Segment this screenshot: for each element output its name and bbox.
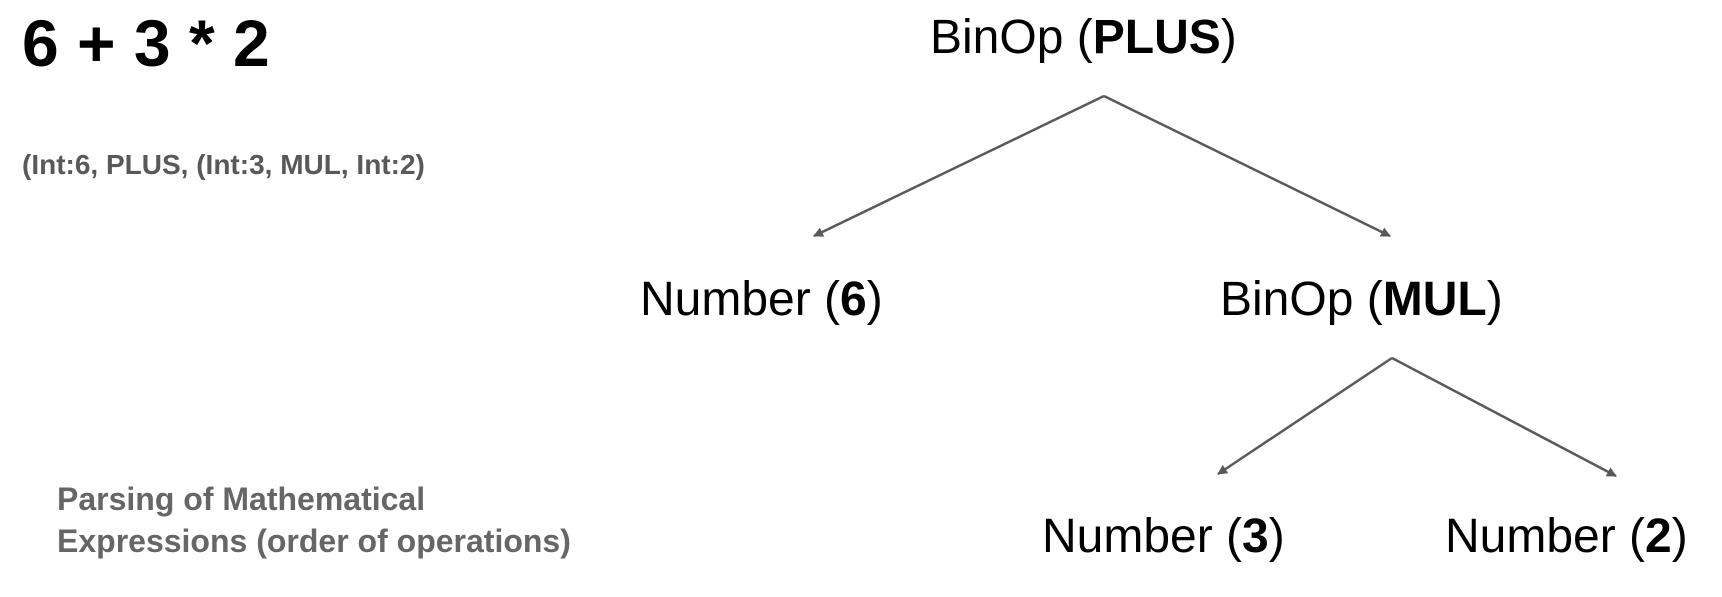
node-type: Number <box>640 273 811 326</box>
node-close-paren: ) <box>1671 510 1688 563</box>
node-value: MUL <box>1382 273 1487 326</box>
node-open-paren: ( <box>1212 510 1243 563</box>
node-type: Number <box>1042 510 1213 563</box>
caption-line-1: Parsing of Mathematical <box>57 481 426 517</box>
node-value: PLUS <box>1092 11 1221 64</box>
node-type: Number <box>1445 510 1616 563</box>
tree-node-root-binop: BinOp (PLUS) <box>930 14 1237 62</box>
node-value: 3 <box>1242 510 1269 563</box>
edge-mul-to-right <box>1391 356 1617 478</box>
caption-line-2: Expressions (order of operations) <box>57 523 571 559</box>
expression-title: 6 + 3 * 2 <box>22 6 270 80</box>
node-open-paren: ( <box>810 273 841 326</box>
node-type: BinOp <box>1220 273 1354 326</box>
node-close-paren: ) <box>1486 273 1503 326</box>
tree-node-binop-mul: BinOp (MUL) <box>1220 276 1503 324</box>
tree-node-number-2: Number (2) <box>1445 513 1688 561</box>
node-close-paren: ) <box>866 273 883 326</box>
node-open-paren: ( <box>1353 273 1383 326</box>
node-value: 6 <box>840 273 867 326</box>
node-open-paren: ( <box>1615 510 1646 563</box>
node-type: BinOp <box>930 11 1064 64</box>
edge-root-to-left <box>813 94 1105 238</box>
diagram-caption: Parsing of Mathematical Expressions (ord… <box>57 478 571 562</box>
node-open-paren: ( <box>1063 11 1093 64</box>
token-sequence: (Int:6, PLUS, (Int:3, MUL, Int:2) <box>22 149 425 180</box>
node-close-paren: ) <box>1220 11 1237 64</box>
edge-root-to-right <box>1103 94 1391 238</box>
node-close-paren: ) <box>1268 510 1285 563</box>
node-value: 2 <box>1645 510 1672 563</box>
tree-node-number-3: Number (3) <box>1042 513 1285 561</box>
tree-node-number-6: Number (6) <box>640 276 883 324</box>
edge-mul-to-left <box>1217 356 1393 476</box>
